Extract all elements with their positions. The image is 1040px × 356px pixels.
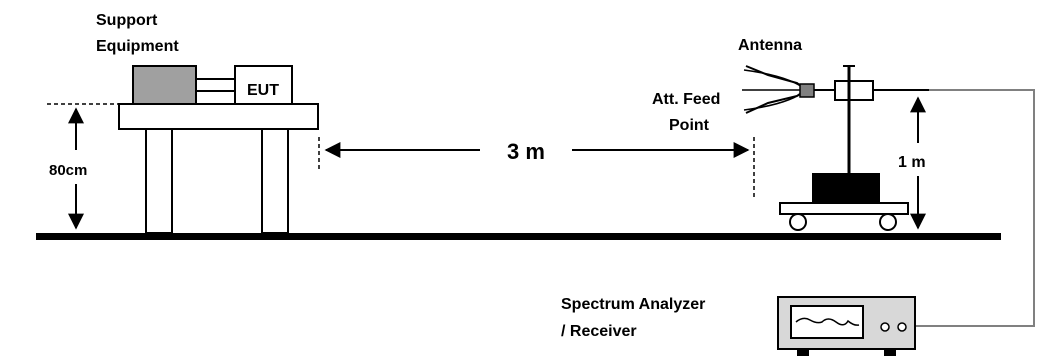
table-height-label: 80cm xyxy=(49,162,87,179)
spectrum-analyzer xyxy=(777,296,916,356)
analyzer-knob-right xyxy=(897,322,907,332)
support-equipment-box xyxy=(132,65,197,105)
cart-wheel-right xyxy=(879,213,897,231)
support-equipment-label-line1: Support xyxy=(96,12,158,29)
analyzer-screen xyxy=(790,305,864,339)
mast-base-weight xyxy=(812,173,880,203)
antenna-label: Antenna xyxy=(738,37,802,54)
antenna-element-top xyxy=(745,65,807,91)
analyzer-label-line2: / Receiver xyxy=(561,323,637,340)
analyzer-knob-left xyxy=(880,322,890,332)
cart-wheel-left xyxy=(789,213,807,231)
antenna-clamp xyxy=(834,80,874,101)
antenna-element-bottom xyxy=(745,89,807,114)
rf-cable xyxy=(911,89,1035,327)
antenna-element-lower xyxy=(743,89,807,111)
antenna xyxy=(742,65,874,114)
analyzer-label-line1: Spectrum Analyzer xyxy=(561,296,705,313)
feed-point-label-line1: Att. Feed xyxy=(652,91,720,108)
ground-plane xyxy=(36,233,1001,240)
eut-label: EUT xyxy=(247,82,279,99)
analyzer-foot-left xyxy=(797,349,809,356)
antenna-height-label: 1 m xyxy=(898,154,926,171)
antenna-cart xyxy=(779,202,909,215)
table-leg-right xyxy=(261,128,289,234)
support-equipment-label-line2: Equipment xyxy=(96,38,179,55)
antenna-balun xyxy=(799,83,815,98)
table-top xyxy=(118,103,319,130)
analyzer-foot-right xyxy=(884,349,896,356)
table-leg-left xyxy=(145,128,173,234)
antenna-element-upper xyxy=(743,69,807,91)
analyzer-trace xyxy=(795,317,860,326)
test-table xyxy=(118,103,319,234)
feed-point-label-line2: Point xyxy=(669,117,710,134)
eut-box xyxy=(234,65,293,105)
distance-label: 3 m xyxy=(507,139,545,164)
